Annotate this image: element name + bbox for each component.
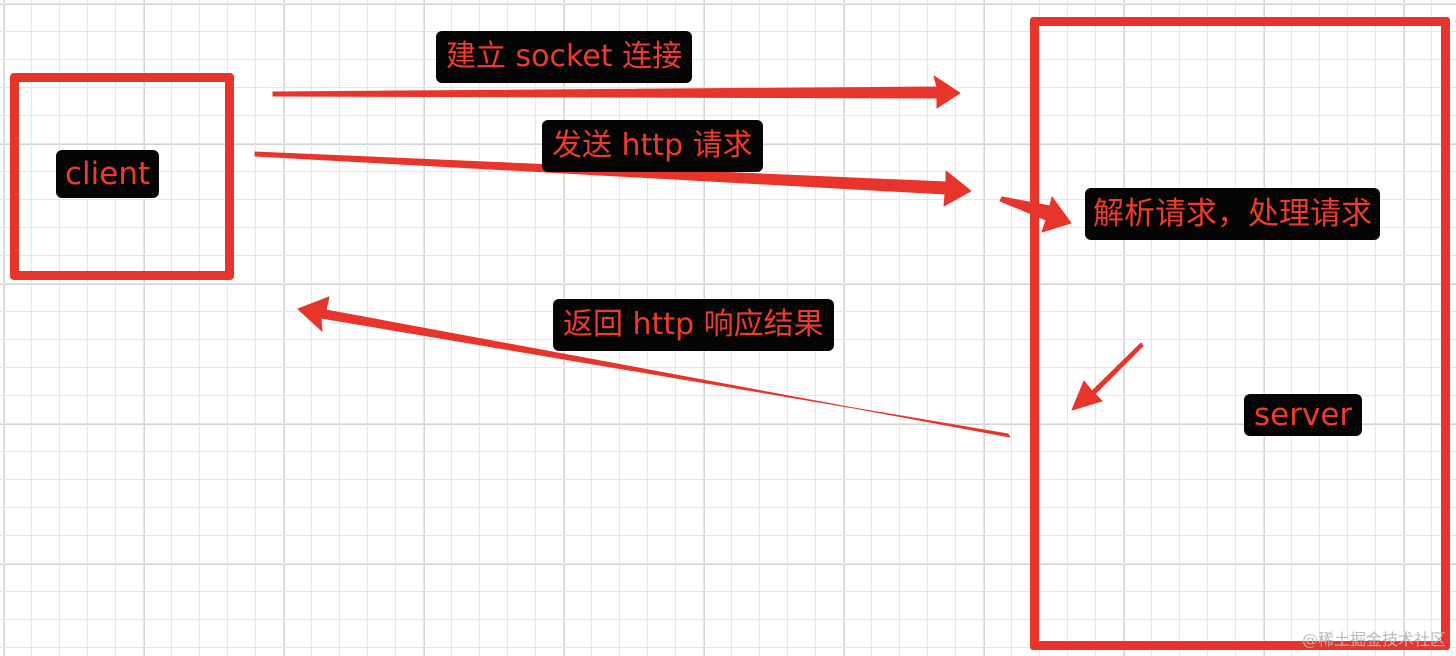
server-box (1030, 17, 1450, 650)
step-label-process: 解析请求，处理请求 (1085, 188, 1380, 240)
client-box (10, 73, 234, 280)
client-label: client (56, 150, 160, 198)
step-label-response: 返回 http 响应结果 (553, 299, 834, 351)
step-label-request: 发送 http 请求 (542, 120, 763, 172)
watermark: @稀土掘金技术社区 (1301, 630, 1446, 649)
server-label: server (1244, 394, 1363, 436)
step-label-connect: 建立 socket 连接 (436, 31, 693, 83)
